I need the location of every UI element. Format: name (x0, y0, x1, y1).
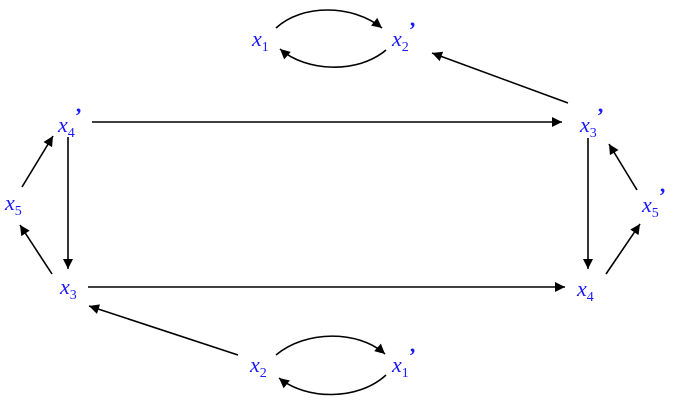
node-x3-prime: x3’ (579, 103, 604, 141)
edge-x4-to-x5p (605, 223, 641, 275)
node-x5: x5 (4, 190, 22, 219)
edge-x5p-to-x3p (608, 143, 638, 191)
node-x2-prime: x2’ (391, 17, 416, 55)
edges-layer (19, 9, 641, 396)
node-x5-prime: x5’ (641, 183, 666, 221)
node-x2: x2 (249, 352, 267, 381)
node-x1: x1 (251, 26, 269, 55)
nodes-layer: x1 x2’ x4’ x3’ x5 x5’ x3 x4 (4, 17, 666, 381)
node-x4: x4 (576, 276, 594, 305)
edge-x3-to-x5 (19, 224, 53, 275)
edge-x3p-to-x2p (431, 51, 569, 104)
edge-x2-to-x3 (88, 304, 239, 356)
edge-x1-to-x2p (275, 9, 383, 29)
edge-x2-to-x1p (275, 335, 386, 356)
edge-x1p-to-x2 (278, 374, 387, 396)
edge-x5-to-x4p (21, 135, 54, 188)
node-x3: x3 (59, 274, 77, 303)
node-x1-prime: x1’ (391, 343, 416, 381)
edge-x2p-to-x1 (279, 48, 387, 68)
node-x4-prime: x4’ (57, 103, 82, 141)
